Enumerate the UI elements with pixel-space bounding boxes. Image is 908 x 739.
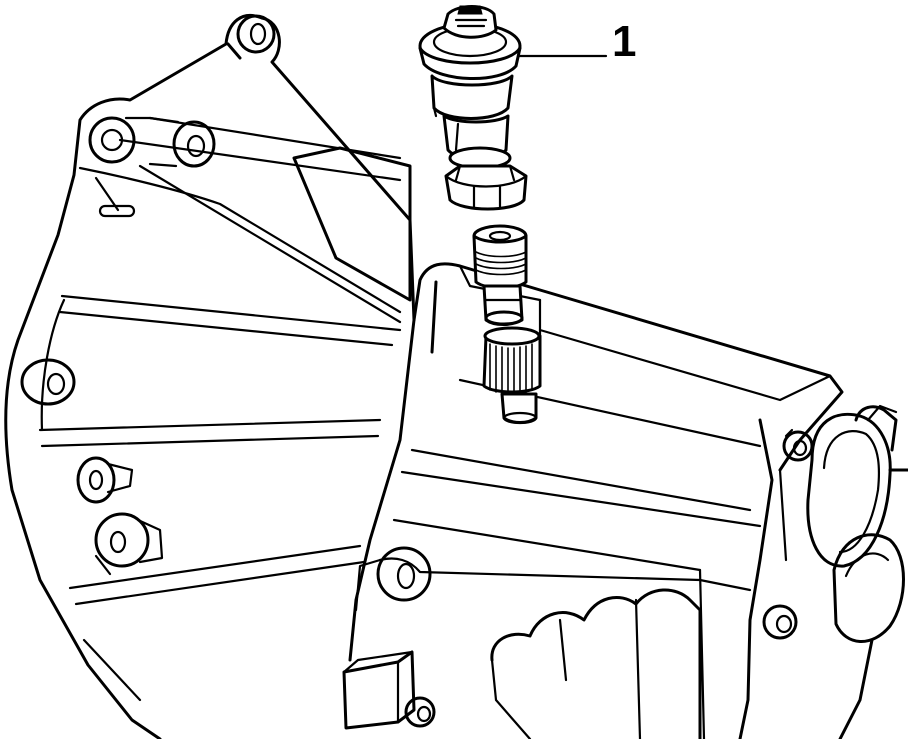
gearbox-housing bbox=[4, 14, 908, 739]
callout-1: 1 bbox=[516, 17, 636, 66]
speedometer-sensor bbox=[418, 5, 528, 211]
callout-number: 1 bbox=[612, 17, 636, 66]
drive-pinion-shaft bbox=[472, 224, 542, 425]
